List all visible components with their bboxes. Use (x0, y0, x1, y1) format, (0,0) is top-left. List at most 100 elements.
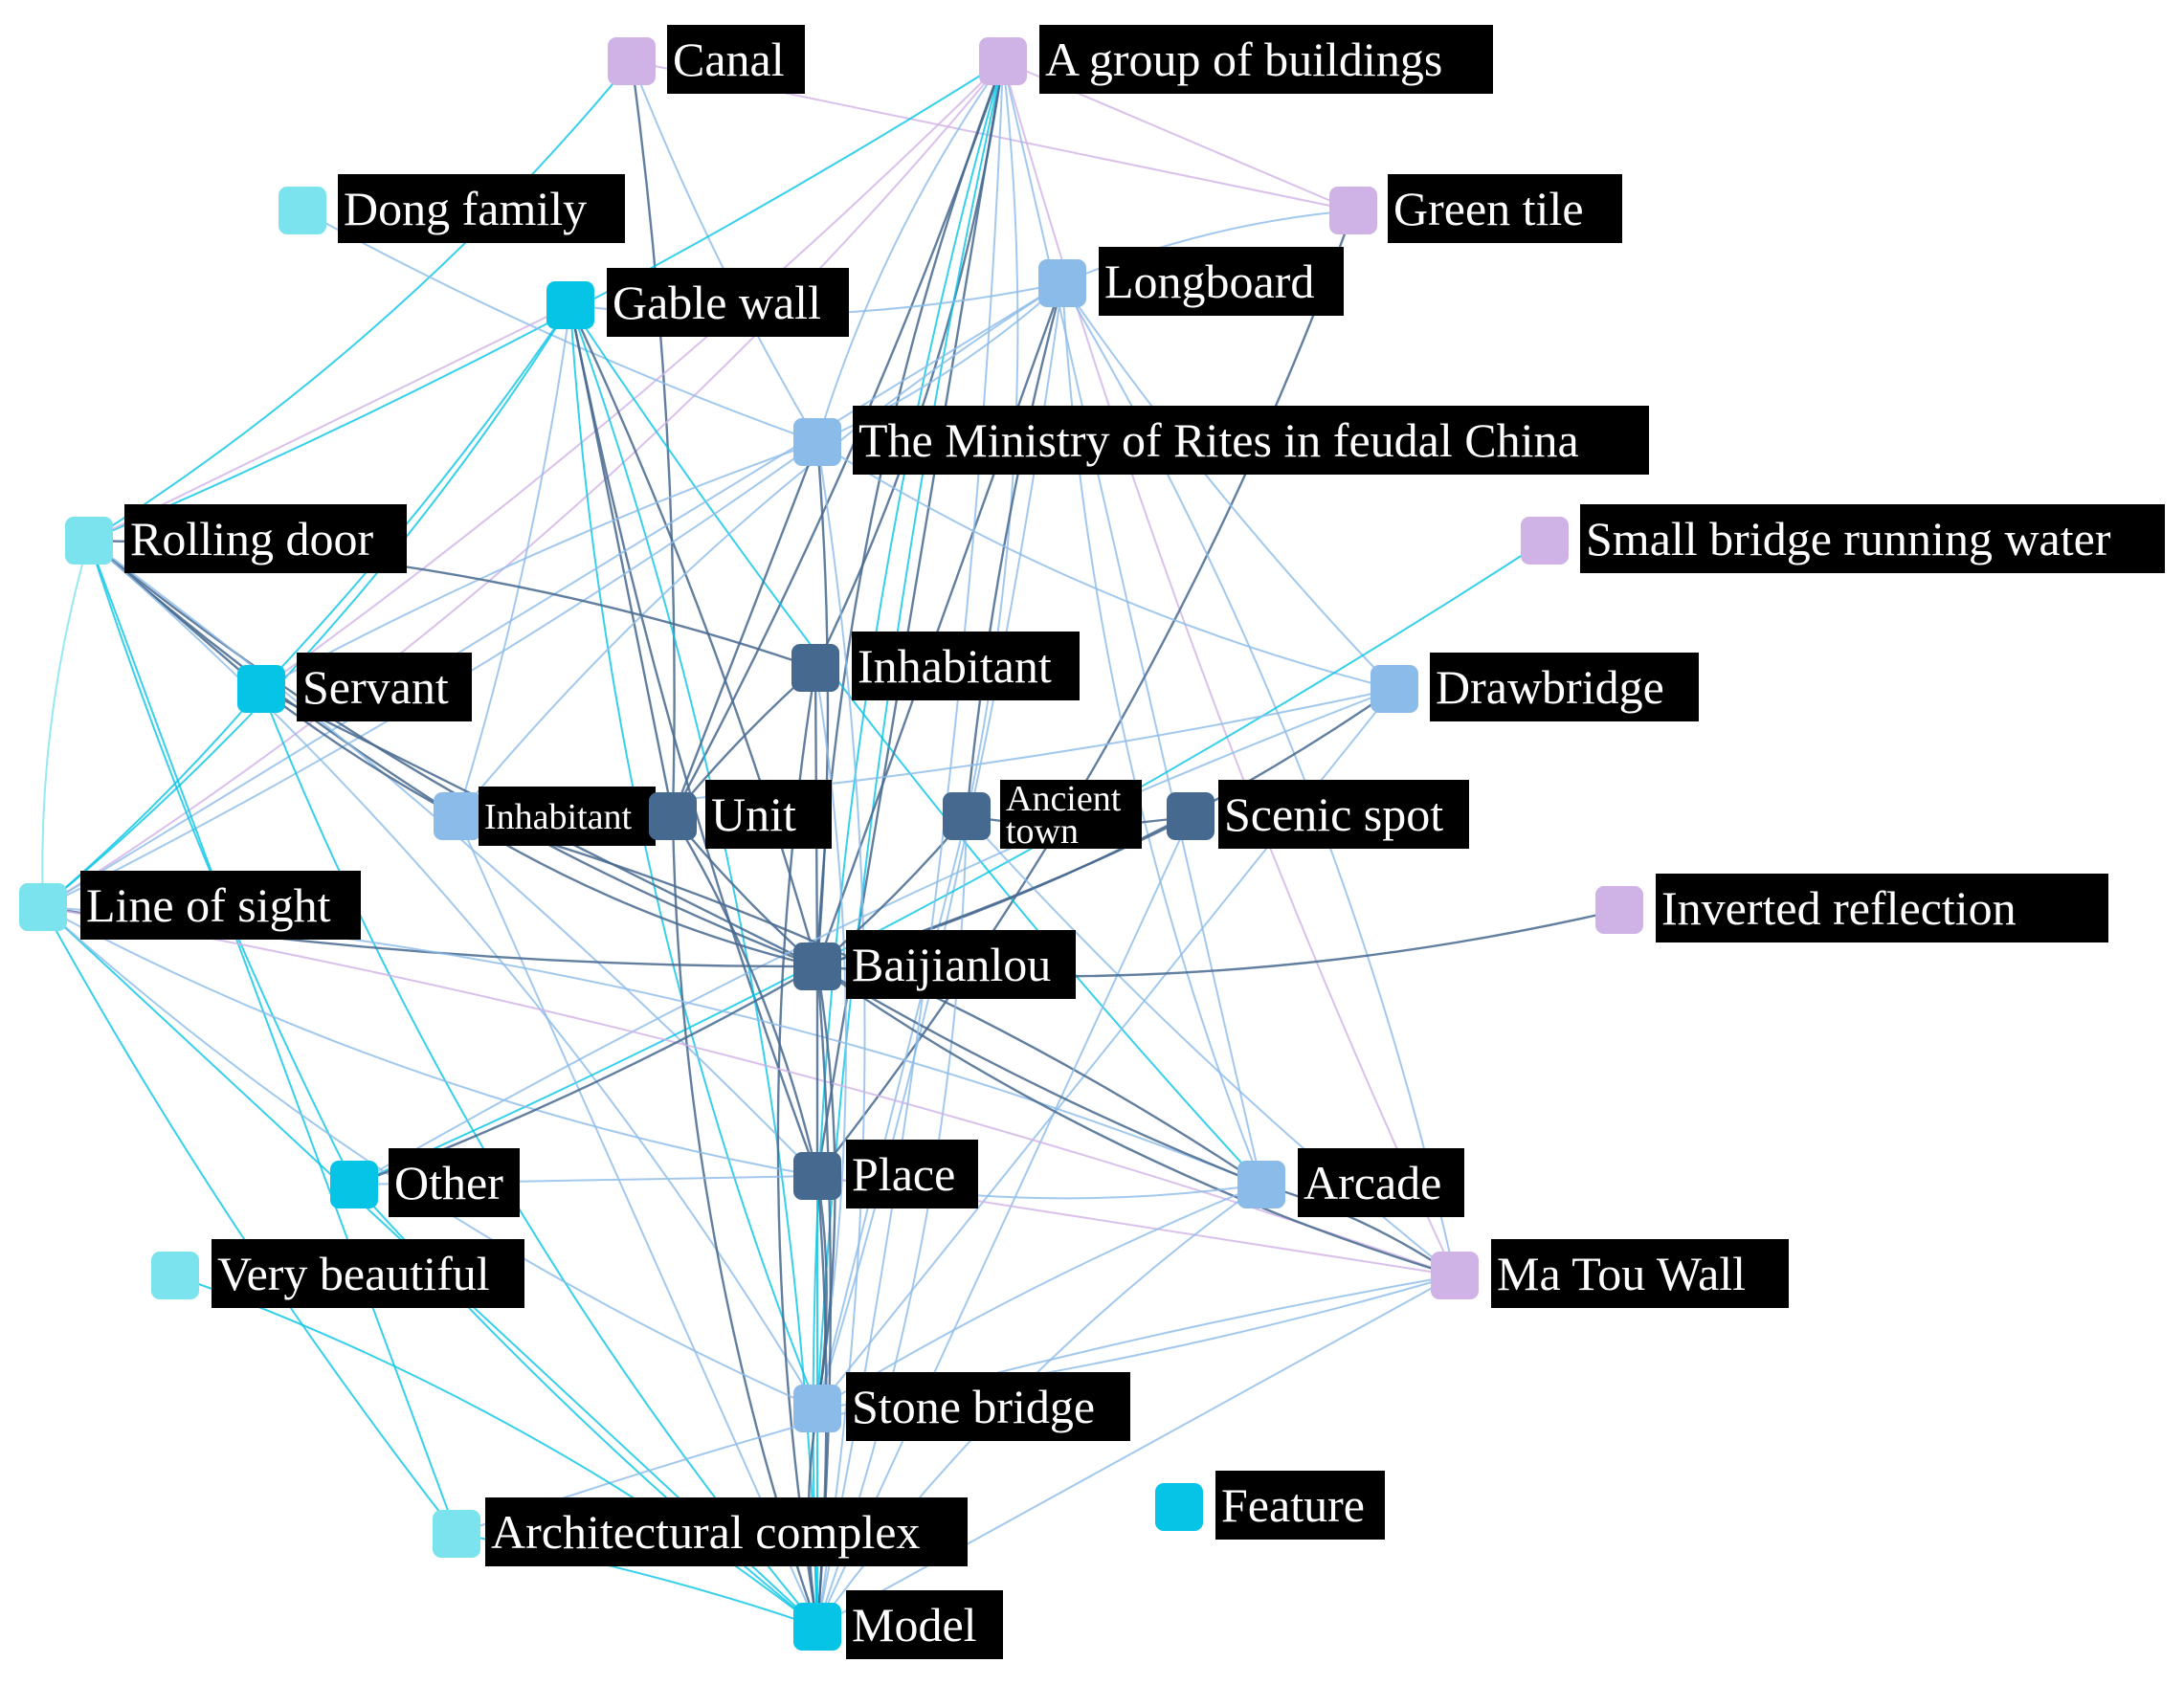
node-marker-model[interactable] (793, 1603, 841, 1651)
node-marker-beautiful[interactable] (151, 1252, 199, 1299)
node-label-canal: Canal (673, 33, 785, 86)
edge-canal-ministry (631, 60, 818, 443)
node-architectural[interactable]: Architectural complex (433, 1497, 968, 1566)
node-label-bg-matou (1491, 1239, 1789, 1308)
node-label-bg-group (1039, 25, 1493, 94)
edge-place-stonebridge (815, 1175, 828, 1409)
node-label-bg-dong (338, 174, 625, 243)
node-marker-canal[interactable] (608, 37, 656, 85)
node-arcade[interactable]: Arcade (1237, 1148, 1464, 1217)
node-marker-inhab2[interactable] (434, 792, 481, 840)
edge-matou-model (816, 1275, 1456, 1628)
edge-group-stonebridge (816, 60, 1004, 1409)
edge-sight-place (42, 906, 818, 1177)
node-model[interactable]: Model (793, 1590, 1003, 1659)
node-label-drawbridge: Drawbridge (1436, 660, 1664, 714)
node-rolling[interactable]: Rolling door (65, 504, 407, 573)
node-marker-sight[interactable] (19, 883, 67, 931)
node-inhab1[interactable]: Inhabitant (791, 632, 1080, 700)
node-label-bg-stonebridge (846, 1372, 1130, 1441)
node-scenic[interactable]: Scenic spot (1167, 780, 1469, 849)
node-dong[interactable]: Dong family (279, 174, 625, 243)
node-group[interactable]: A group of buildings (979, 25, 1493, 94)
edge-rolling-architectural (88, 540, 457, 1535)
node-label-bg-canal (667, 25, 805, 94)
node-marker-drawbridge[interactable] (1371, 665, 1418, 713)
node-gable[interactable]: Gable wall (546, 268, 849, 337)
node-marker-green[interactable] (1329, 187, 1377, 234)
node-label-bg-scenic (1218, 780, 1469, 849)
edge-gable-arcade (569, 304, 1262, 1186)
node-stonebridge[interactable]: Stone bridge (793, 1372, 1130, 1441)
node-marker-architectural[interactable] (433, 1510, 480, 1558)
node-label-bg-unit (705, 780, 832, 849)
node-green[interactable]: Green tile (1329, 174, 1622, 243)
node-canal[interactable]: Canal (608, 25, 805, 94)
node-label-model: Model (852, 1598, 977, 1652)
node-label-bg-longboard (1099, 247, 1344, 316)
node-marker-inhab1[interactable] (791, 644, 839, 692)
node-place[interactable]: Place (793, 1140, 978, 1208)
node-label-feature: Feature (1221, 1478, 1365, 1532)
edge-group-servant (260, 60, 1004, 690)
edge-gable-inhab2 (457, 304, 571, 817)
node-label-green: Green tile (1393, 182, 1584, 235)
node-label-bg-inhab1 (852, 632, 1080, 700)
edge-rolling-stonebridge (88, 540, 818, 1409)
node-marker-scenic[interactable] (1167, 792, 1215, 840)
node-label-servant: Servant (302, 660, 449, 714)
node-marker-baijianlou[interactable] (793, 942, 841, 990)
node-marker-servant[interactable] (237, 665, 285, 713)
node-marker-ancient[interactable] (943, 792, 991, 840)
node-longboard[interactable]: Longboard (1038, 247, 1344, 316)
node-smallbridge[interactable]: Small bridge running water (1521, 504, 2165, 573)
node-marker-feature[interactable] (1155, 1483, 1203, 1531)
node-inhab2[interactable]: Inhabitant (434, 787, 656, 846)
node-label-arcade: Arcade (1304, 1156, 1441, 1209)
edge-ministry-model (816, 441, 866, 1628)
edge-gable-stonebridge (569, 304, 818, 1409)
node-beautiful[interactable]: Very beautiful (151, 1239, 524, 1308)
node-sight[interactable]: Line of sight (19, 871, 361, 940)
node-label-bg-model (846, 1590, 1003, 1659)
edge-rolling-place (88, 540, 818, 1177)
node-label-group: A group of buildings (1045, 33, 1442, 86)
node-feature[interactable]: Feature (1155, 1471, 1385, 1540)
node-marker-dong[interactable] (279, 187, 326, 234)
node-marker-rolling[interactable] (65, 517, 113, 565)
edge-longboard-inhab2 (457, 282, 1063, 817)
node-marker-matou[interactable] (1431, 1252, 1479, 1299)
node-marker-place[interactable] (793, 1152, 841, 1200)
node-label-bg-place (846, 1140, 978, 1208)
edge-ministry-baijianlou (815, 441, 830, 967)
node-marker-other[interactable] (330, 1161, 378, 1208)
node-other[interactable]: Other (330, 1148, 520, 1217)
node-label-bg-green (1388, 174, 1622, 243)
node-marker-longboard[interactable] (1038, 259, 1086, 307)
node-marker-inverted[interactable] (1595, 886, 1643, 934)
node-label-bg-inverted (1656, 874, 2108, 942)
node-marker-stonebridge[interactable] (793, 1385, 841, 1432)
node-marker-ministry[interactable] (793, 418, 841, 466)
node-matou[interactable]: Ma Tou Wall (1431, 1239, 1789, 1308)
node-servant[interactable]: Servant (237, 653, 472, 721)
node-unit[interactable]: Unit (649, 780, 832, 849)
edge-smallbridge-other (353, 540, 1546, 1186)
node-marker-gable[interactable] (546, 281, 594, 329)
node-label-sight: Line of sight (86, 878, 331, 932)
node-drawbridge[interactable]: Drawbridge (1371, 653, 1699, 721)
node-label-bg-sight (80, 871, 361, 940)
node-marker-smallbridge[interactable] (1521, 517, 1569, 565)
node-ministry[interactable]: The Ministry of Rites in feudal China (793, 406, 1649, 475)
node-label-stonebridge: Stone bridge (852, 1380, 1095, 1433)
node-marker-arcade[interactable] (1237, 1161, 1285, 1208)
node-label-bg-smallbridge (1580, 504, 2165, 573)
node-marker-group[interactable] (979, 37, 1027, 85)
node-marker-unit[interactable] (649, 792, 697, 840)
node-baijianlou[interactable]: Baijianlou (793, 930, 1076, 999)
node-inverted[interactable]: Inverted reflection (1595, 874, 2108, 942)
